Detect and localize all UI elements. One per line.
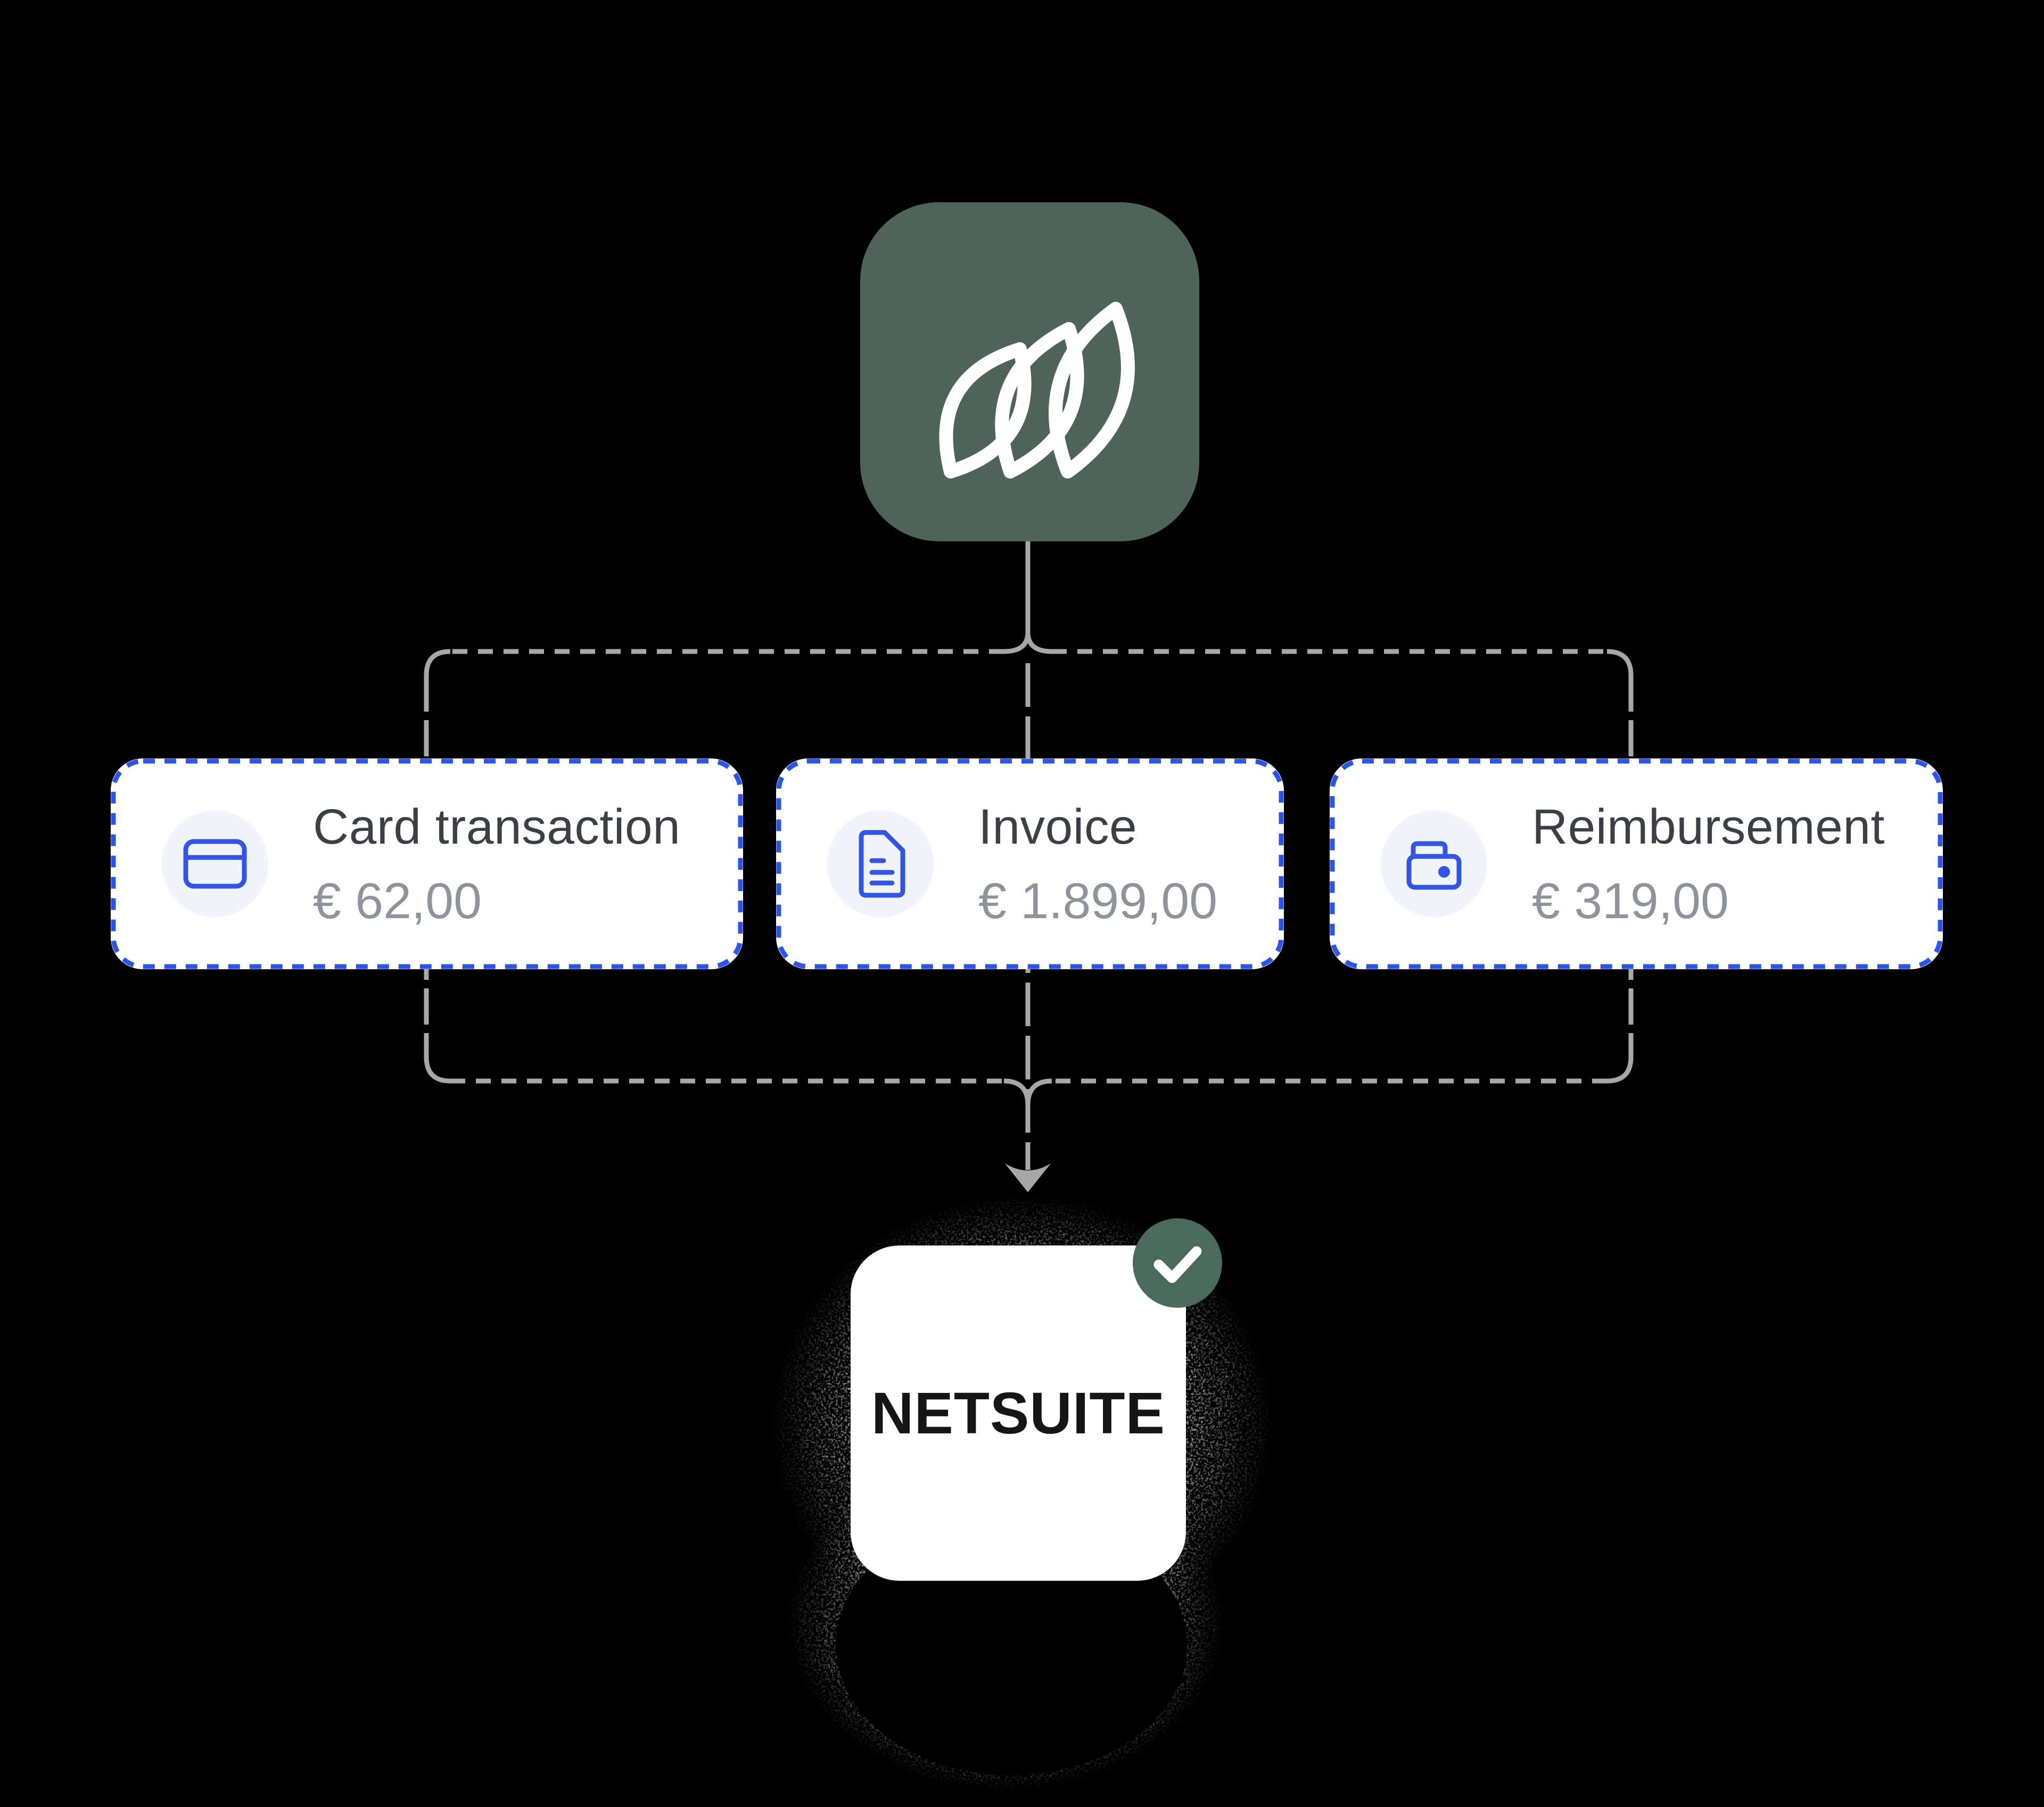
credit-card-icon [162,811,268,917]
card-texts: Reimbursement € 319,00 [1532,801,1885,927]
arrow-down-icon [1005,1164,1051,1192]
record-card-reimbursement: Reimbursement € 319,00 [1330,758,1943,969]
card-amount: € 319,00 [1532,873,1729,930]
check-icon [1153,1246,1202,1283]
moss-app-icon [860,202,1199,541]
card-amount: € 1.899,00 [978,873,1218,930]
netsuite-label: NETSUITE [871,1380,1165,1446]
netsuite-app-tile: NETSUITE [851,1245,1186,1581]
record-card-card-transaction: Card transaction € 62,00 [111,758,743,969]
moss-logo-icon [939,302,1135,478]
card-texts: Card transaction € 62,00 [313,801,680,927]
card-amount: € 62,00 [313,873,482,930]
card-title: Reimbursement [1532,798,1885,854]
card-title: Invoice [978,798,1138,854]
card-texts: Invoice € 1.899,00 [978,801,1217,927]
card-title: Card transaction [313,798,681,854]
wallet-icon [1381,811,1487,917]
record-card-invoice: Invoice € 1.899,00 [776,758,1284,969]
sync-success-badge [1133,1218,1222,1308]
document-icon [827,811,934,917]
